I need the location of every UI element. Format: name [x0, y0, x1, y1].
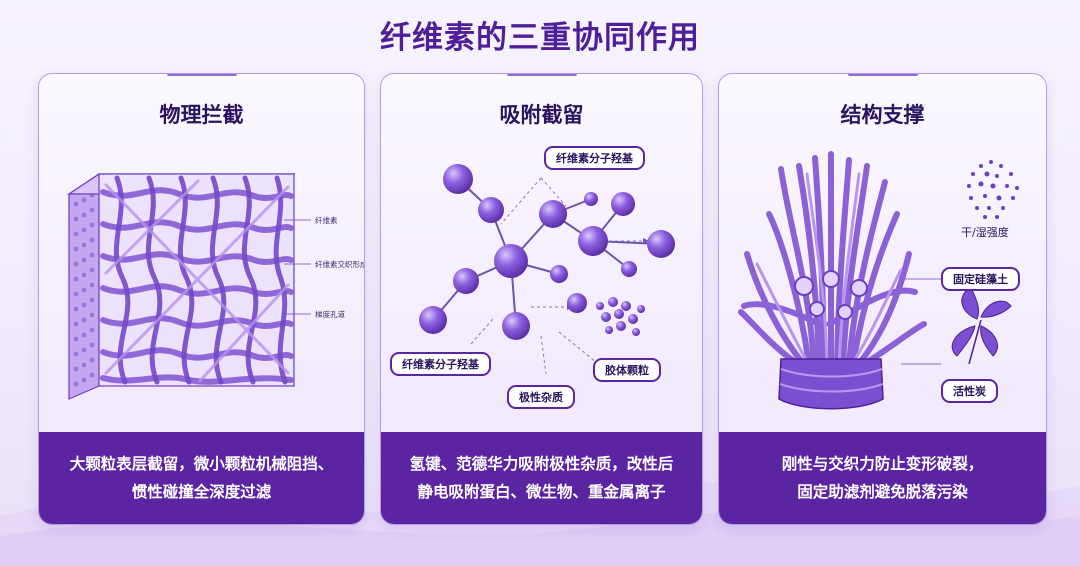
label-fix-diatomite: 固定硅藻土 — [941, 267, 1020, 291]
caption-line: 固定助滤剂避免脱落污染 — [797, 483, 968, 501]
label-hydroxyl-top: 纤维素分子羟基 — [544, 146, 645, 170]
fiber-mesh-illustration — [67, 172, 311, 400]
card-physical-interception: 物理拦截 — [38, 73, 365, 525]
card-title: 吸附截留 — [499, 103, 584, 127]
card-adsorption-retention: 吸附截留 — [380, 73, 703, 525]
card-caption: 大颗粒表层截留，微小颗粒机械阻挡、 惯性碰撞全深度过滤 — [39, 432, 364, 524]
caption-line: 静电吸附蛋白、微生物、重金属离子 — [417, 483, 666, 501]
label-dry-wet-strength: 干/湿强度 — [961, 226, 1009, 239]
label-activated-carbon: 活性炭 — [941, 379, 998, 403]
label-polar-impurity: 极性杂质 — [507, 385, 575, 409]
caption-line: 惯性碰撞全深度过滤 — [131, 483, 272, 501]
card-caption: 刚性与交织力防止变形破裂， 固定助滤剂避免脱落污染 — [719, 432, 1046, 524]
card-caption: 氢键、范德华力吸附极性杂质，改性后 静电吸附蛋白、微生物、重金属离子 — [381, 432, 702, 524]
card-structural-support: 结构支撑 — [718, 73, 1047, 525]
card-title: 物理拦截 — [159, 103, 244, 127]
label-hydroxyl-left: 纤维素分子羟基 — [390, 352, 491, 376]
caption-line: 大颗粒表层截留，微小颗粒机械阻挡、 — [69, 455, 334, 473]
label-interwoven: 纤维素交织形成 — [315, 260, 365, 269]
caption-line: 氢键、范德华力吸附极性杂质，改性后 — [409, 455, 674, 473]
label-cellulose: 纤维素 — [315, 216, 338, 225]
page-title: 纤维素的三重协同作用 — [380, 20, 700, 56]
label-colloid: 胶体颗粒 — [593, 358, 661, 382]
fiber-bundle-illustration — [738, 151, 1019, 410]
molecule-illustration — [419, 164, 675, 375]
caption-line: 刚性与交织力防止变形破裂， — [781, 455, 984, 473]
card-title: 结构支撑 — [840, 103, 925, 127]
label-gradient-pores: 梯度孔道 — [315, 310, 345, 319]
